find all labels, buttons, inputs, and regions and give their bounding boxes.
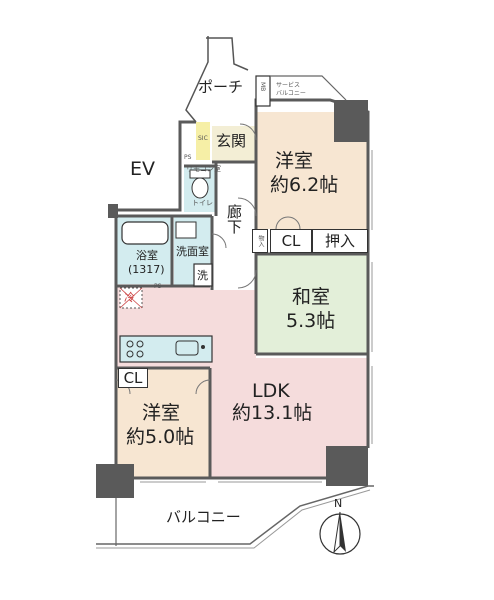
north-label: N	[334, 497, 343, 510]
laundry-label: 洗	[197, 269, 208, 282]
oshiire-label: 押入	[324, 231, 355, 250]
entrance-label: 玄関	[216, 132, 247, 150]
hallway-floor	[216, 162, 256, 290]
cl-box-western-1: CL	[270, 229, 312, 253]
mb-box	[255, 75, 271, 107]
japanese-room-name: 和室	[292, 286, 331, 308]
cl-label-1: CL	[281, 231, 301, 250]
western-room-2-area: 約5.0帖	[126, 426, 195, 448]
sic-floor	[196, 122, 210, 160]
ldk-area: 約13.1帖	[232, 402, 313, 424]
monoire-box: 物入	[252, 229, 268, 253]
toilet-bowl	[191, 177, 209, 199]
washbasin	[175, 221, 197, 239]
fridge-label: 冷	[124, 291, 135, 304]
column-bottom-left	[96, 464, 134, 498]
windows	[140, 150, 373, 483]
mb-label: MB	[259, 82, 266, 92]
monoire-label: 物入	[257, 235, 264, 247]
column-bottom-right	[326, 446, 368, 486]
cl-label-2: CL	[123, 368, 143, 387]
column-left-wall	[108, 204, 118, 218]
porch-outline	[185, 36, 209, 123]
door-swings	[115, 123, 301, 395]
balcony-label: バルコニー	[166, 508, 241, 526]
balcony-railing	[96, 485, 374, 545]
western-room-1-name: 洋室	[275, 150, 314, 172]
ev-label: EV	[130, 158, 156, 180]
ldk-name: LDK	[252, 380, 290, 402]
laundry-space	[193, 263, 213, 287]
column-top-right	[334, 100, 368, 142]
service-balcony-railing	[270, 75, 347, 101]
remote-control-label: リモコン室	[186, 165, 221, 173]
ps-label-1: PS	[184, 154, 192, 161]
oshiire-box: 押入	[312, 229, 368, 253]
bath-size: (1317)	[128, 263, 165, 276]
porch-label: ポーチ	[198, 78, 244, 96]
western-room-2-name: 洋室	[142, 402, 181, 424]
hallway-label: 廊下	[225, 204, 243, 234]
bath-name: 浴室	[136, 249, 158, 262]
north-arrow-icon	[319, 511, 361, 555]
ps-label-2: PS	[154, 283, 162, 290]
entrance-floor	[212, 126, 256, 162]
western-room-1-area: 約6.2帖	[270, 174, 339, 196]
japanese-room-area: 5.3帖	[286, 310, 336, 332]
cl-box-western-2: CL	[118, 368, 148, 388]
washroom-label: 洗面室	[176, 245, 209, 258]
japanese-room-floor	[256, 254, 368, 354]
porch-wall	[206, 37, 249, 71]
balcony-railing-outer	[96, 489, 371, 549]
bathtub	[121, 221, 169, 245]
service-balcony-label: サービス バルコニー	[276, 82, 306, 97]
kitchen-counter	[119, 335, 213, 363]
toilet-label: トイレ	[192, 199, 213, 207]
sic-label: SIC	[198, 135, 208, 142]
